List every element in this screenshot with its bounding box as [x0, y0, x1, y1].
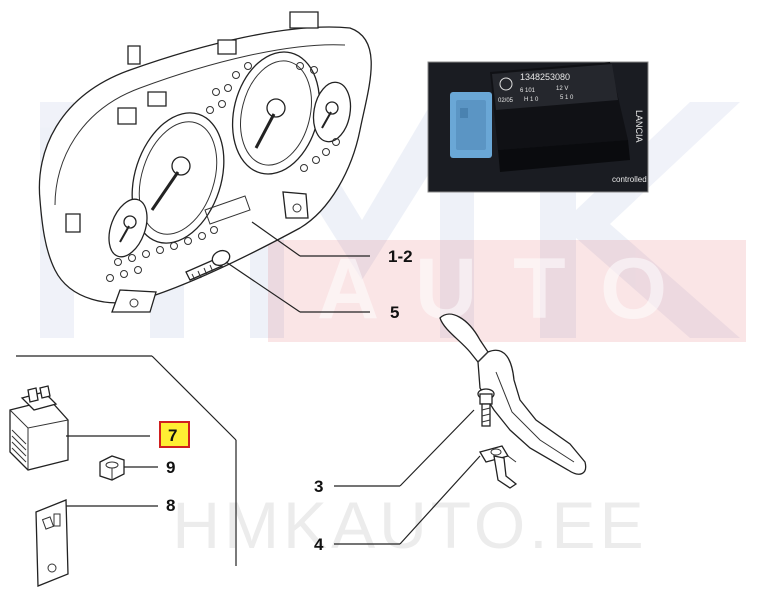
handbrake-lever	[439, 313, 587, 475]
watermark-band-text: AUTO	[317, 241, 703, 337]
callout-5: 5	[390, 303, 399, 322]
photo-code: 02/05	[498, 98, 514, 104]
callout-9: 9	[166, 458, 175, 477]
relay-part-7	[9, 385, 69, 471]
callouts: 1-2 5 7 9 8 3 4	[159, 247, 413, 554]
instrument-cluster	[38, 11, 372, 313]
photo-label-line-1: 6 101	[520, 88, 536, 94]
photo-label-line-3: H 1 0	[524, 97, 539, 103]
screw-part-5	[185, 249, 231, 281]
watermark-footer-text: HMKAUTO.EE	[172, 488, 647, 562]
callout-8: 8	[166, 496, 175, 515]
callout-7-highlight	[159, 421, 190, 448]
control-unit-photo: 1348253080 02/05 6 101 12 V H 1 0 5 1 0 …	[427, 61, 649, 193]
bracket-part-8	[35, 499, 69, 587]
leader-lines	[66, 221, 481, 545]
callout-1-2: 1-2	[388, 247, 413, 266]
photo-label-line-4: 5 1 0	[560, 95, 574, 101]
callout-4: 4	[314, 535, 324, 554]
photo-side-brand: LANCIA	[634, 110, 644, 143]
callout-7: 7	[168, 426, 177, 445]
photo-part-number: 1348253080	[520, 72, 570, 82]
callout-3: 3	[314, 477, 323, 496]
photo-label-line-2: 12 V	[556, 86, 568, 92]
cluster-warning-lights	[106, 62, 340, 282]
watermark-band	[268, 240, 746, 342]
detail-frame	[16, 355, 237, 566]
bolt-part-3	[477, 388, 495, 427]
nut-part-9	[99, 455, 125, 481]
photo-side-text: controlled	[612, 175, 647, 184]
switch-part-4	[479, 445, 518, 489]
